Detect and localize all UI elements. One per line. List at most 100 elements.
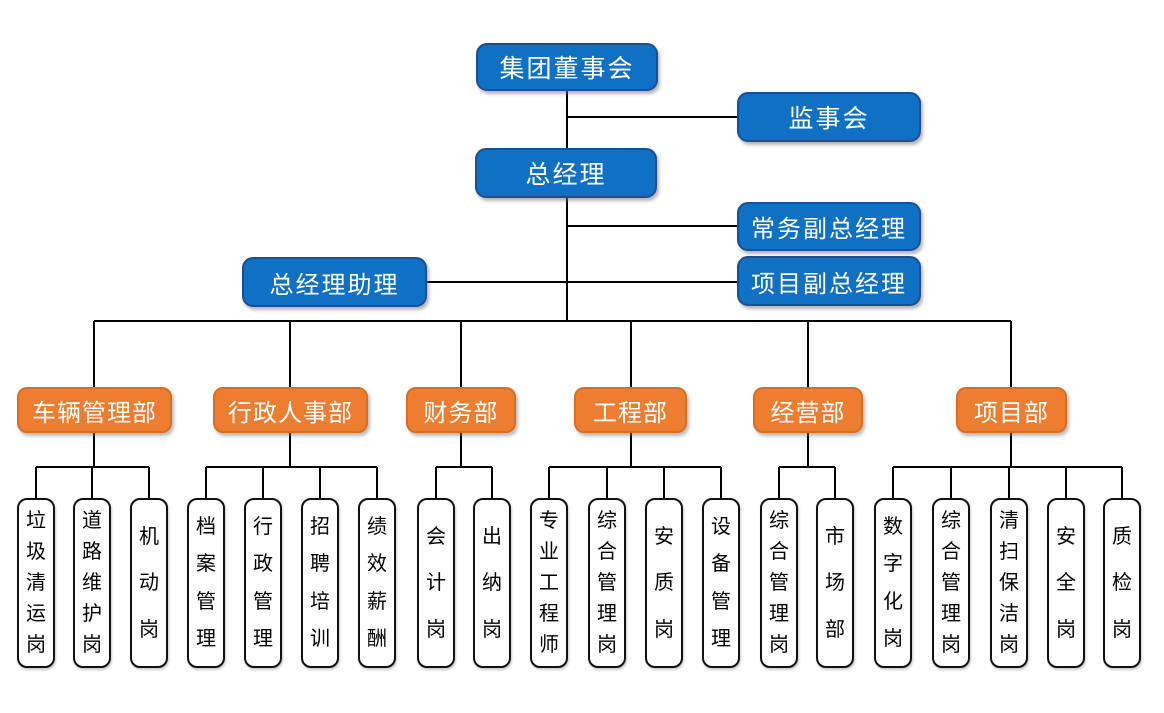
connector-line [319, 467, 321, 498]
node-post-market[interactable]: 市场部 [816, 498, 854, 668]
node-post-cashier-label: 出纳岗 [482, 525, 502, 641]
connector-line [93, 433, 95, 467]
node-post-general-mgmt-ops[interactable]: 综合管理岗 [760, 498, 798, 668]
node-dept-operations-label: 经营部 [770, 399, 846, 427]
node-post-cleaning-label: 清扫保洁岗 [999, 510, 1019, 656]
node-gm-assistant-label: 总经理助理 [269, 271, 400, 299]
node-dept-engineering-label: 工程部 [593, 399, 668, 427]
node-board[interactable]: 集团董事会 [476, 43, 658, 91]
connector-line [950, 467, 952, 498]
node-post-digitalization-label: 数字化岗 [883, 516, 903, 650]
node-supervisory-board-label: 监事会 [788, 105, 870, 133]
connector-line [206, 466, 377, 468]
node-post-digitalization[interactable]: 数字化岗 [874, 498, 912, 668]
connector-line [94, 320, 1011, 322]
node-post-accounting-label: 会计岗 [426, 525, 446, 641]
node-executive-deputy-gm-label: 常务副总经理 [751, 216, 907, 243]
connector-line [549, 466, 721, 468]
connector-line [834, 467, 836, 498]
node-post-accounting[interactable]: 会计岗 [417, 498, 455, 668]
connector-line [262, 467, 264, 498]
connector-line [606, 467, 608, 498]
connector-line [460, 433, 462, 467]
node-dept-admin-hr[interactable]: 行政人事部 [213, 387, 368, 433]
connector-line [427, 281, 737, 283]
connector-line [93, 321, 95, 387]
node-dept-project-label: 项目部 [974, 399, 1049, 427]
node-board-label: 集团董事会 [499, 55, 635, 83]
node-post-cleaning[interactable]: 清扫保洁岗 [990, 498, 1028, 668]
connector-line [289, 321, 291, 387]
connector-line [566, 91, 568, 148]
connector-line [91, 467, 93, 498]
node-executive-deputy-gm[interactable]: 常务副总经理 [737, 202, 921, 251]
node-post-mobile[interactable]: 机动岗 [130, 498, 168, 668]
connector-line [376, 467, 378, 498]
connector-line [1065, 467, 1067, 498]
connector-line [630, 433, 632, 467]
node-dept-finance[interactable]: 财务部 [406, 387, 516, 433]
node-post-equipment-mgmt[interactable]: 设备管理 [702, 498, 740, 668]
connector-line [663, 467, 665, 498]
node-post-general-mgmt-eng[interactable]: 综合管理岗 [588, 498, 626, 668]
connector-line [720, 467, 722, 498]
node-project-deputy-gm[interactable]: 项目副总经理 [737, 256, 921, 306]
node-post-general-mgmt-proj[interactable]: 综合管理岗 [932, 498, 970, 668]
node-post-pro-engineer-label: 专业工程师 [539, 510, 559, 656]
connector-line [491, 467, 493, 498]
node-post-equipment-mgmt-label: 设备管理 [711, 516, 731, 650]
node-dept-engineering[interactable]: 工程部 [574, 387, 687, 433]
node-post-safety[interactable]: 安全岗 [1047, 498, 1085, 668]
node-dept-operations[interactable]: 经营部 [753, 387, 863, 433]
node-post-general-mgmt-eng-label: 综合管理岗 [597, 510, 617, 656]
node-post-admin-mgmt[interactable]: 行政管理 [244, 498, 282, 668]
node-post-recruit-training[interactable]: 招聘培训 [301, 498, 339, 668]
node-dept-vehicle[interactable]: 车辆管理部 [17, 387, 172, 433]
connector-line [460, 321, 462, 387]
connector-line [1010, 433, 1012, 467]
node-post-road-maintenance[interactable]: 道路维护岗 [73, 498, 111, 668]
node-post-cashier[interactable]: 出纳岗 [473, 498, 511, 668]
connector-line [807, 433, 809, 467]
node-general-manager-label: 总经理 [525, 161, 607, 189]
node-dept-finance-label: 财务部 [423, 399, 499, 427]
node-post-garbage-removal[interactable]: 垃圾清运岗 [17, 498, 55, 668]
node-post-mobile-label: 机动岗 [139, 525, 159, 641]
node-dept-admin-hr-label: 行政人事部 [228, 399, 353, 427]
node-gm-assistant[interactable]: 总经理助理 [242, 257, 427, 307]
node-post-performance-pay[interactable]: 绩效薪酬 [358, 498, 396, 668]
node-post-quality-check[interactable]: 质检岗 [1103, 498, 1141, 668]
connector-line [435, 467, 437, 498]
connector-line [630, 321, 632, 387]
connector-line [289, 433, 291, 467]
node-post-performance-pay-label: 绩效薪酬 [367, 516, 387, 650]
node-post-recruit-training-label: 招聘培训 [310, 516, 330, 650]
node-general-manager[interactable]: 总经理 [475, 148, 657, 198]
node-post-quality-check-label: 质检岗 [1112, 525, 1132, 641]
connector-line [35, 467, 37, 498]
node-post-general-mgmt-proj-label: 综合管理岗 [941, 510, 961, 656]
node-post-road-maintenance-label: 道路维护岗 [82, 510, 102, 656]
node-project-deputy-gm-label: 项目副总经理 [751, 270, 907, 298]
node-dept-project[interactable]: 项目部 [956, 387, 1067, 433]
connector-line [567, 225, 737, 227]
node-post-safety-label: 安全岗 [1056, 525, 1076, 641]
connector-line [779, 466, 835, 468]
connector-line [1121, 467, 1123, 498]
connector-line [892, 467, 894, 498]
node-post-garbage-removal-label: 垃圾清运岗 [26, 510, 46, 656]
connector-line [1010, 321, 1012, 387]
node-supervisory-board[interactable]: 监事会 [737, 92, 921, 142]
node-post-archives-mgmt[interactable]: 档案管理 [187, 498, 225, 668]
connector-line [807, 321, 809, 387]
node-post-admin-mgmt-label: 行政管理 [253, 516, 273, 650]
node-dept-vehicle-label: 车辆管理部 [32, 399, 157, 427]
connector-line [778, 467, 780, 498]
connector-line [205, 467, 207, 498]
node-post-safety-quality[interactable]: 安质岗 [645, 498, 683, 668]
connector-line [893, 466, 1122, 468]
node-post-pro-engineer[interactable]: 专业工程师 [530, 498, 568, 668]
node-post-general-mgmt-ops-label: 综合管理岗 [769, 510, 789, 656]
node-post-safety-quality-label: 安质岗 [654, 525, 674, 641]
connector-line [565, 198, 569, 321]
